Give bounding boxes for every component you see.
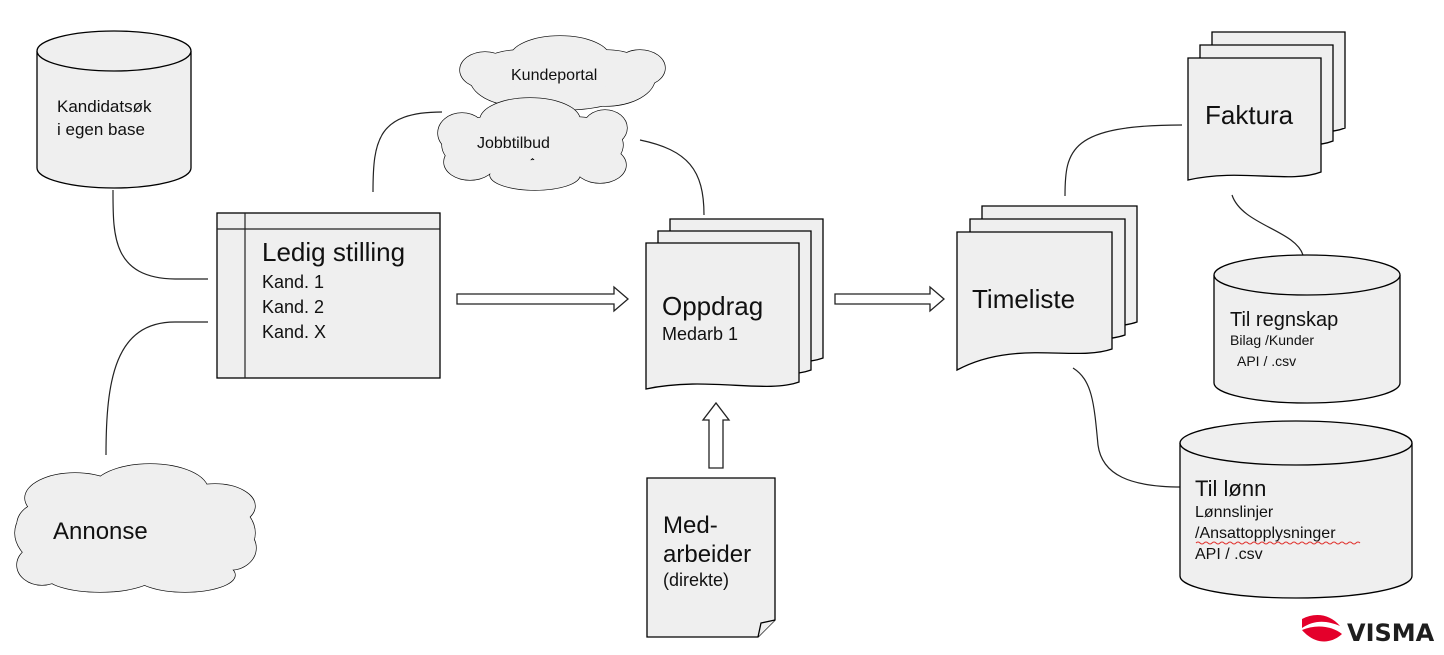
- connector-kandidatsok-ledig: [112, 189, 208, 280]
- oppdrag-title: Oppdrag: [662, 291, 763, 321]
- jobbtilbud-label: Jobbtilbud: [477, 135, 550, 152]
- oppdrag-subtitle: Medarb 1: [662, 324, 738, 344]
- connector-timeliste-faktura: [1064, 124, 1183, 197]
- til-lonn-database: Til lønn Lønnslinjer /Ansattopplysninger…: [1179, 420, 1413, 599]
- ledig-stilling-item: Kand. 1: [262, 272, 324, 292]
- kundeportal-label: Kundeportal: [511, 67, 597, 84]
- ledig-stilling-title: Ledig stilling: [262, 237, 405, 267]
- medarbeider-line2: arbeider: [663, 541, 751, 568]
- faktura-documents: Faktura: [1187, 31, 1346, 181]
- connector-annonse-ledig: [105, 321, 208, 456]
- medarbeider-document: Med- arbeider (direkte): [646, 477, 776, 638]
- til-lonn-line2: /Ansattopplysninger: [1195, 525, 1336, 542]
- annonse-cloud: Annonse: [14, 463, 257, 593]
- kandidatsok-line2: i egen base: [57, 120, 145, 139]
- medarbeider-line1: Med-: [663, 512, 718, 539]
- til-regnskap-database: Til regnskap Bilag /Kunder API / .csv: [1213, 254, 1401, 404]
- connector-jobbtilbud-oppdrag: [639, 139, 705, 216]
- visma-swoosh-icon: [1302, 614, 1342, 642]
- faktura-label: Faktura: [1205, 100, 1294, 130]
- connectors: [105, 111, 1304, 488]
- visma-logo: VISMA: [1302, 614, 1435, 647]
- kundeportal-cloud: Kundeportal: [459, 35, 666, 111]
- kandidatsok-line1: Kandidatsøk: [57, 97, 152, 116]
- visma-logo-text: VISMA: [1347, 619, 1435, 647]
- medarbeider-line3: (direkte): [663, 570, 729, 590]
- timeliste-documents: Timeliste: [956, 205, 1138, 372]
- arrow-medarbeider-to-oppdrag: [701, 401, 731, 469]
- til-regnskap-title: Til regnskap: [1230, 309, 1338, 331]
- arrow-ledig-to-oppdrag: [456, 285, 629, 313]
- timeliste-label: Timeliste: [972, 284, 1075, 314]
- til-regnskap-line1: Bilag /Kunder: [1230, 332, 1314, 348]
- connector-timeliste-lonn: [1072, 367, 1183, 488]
- annonse-label: Annonse: [53, 518, 148, 545]
- connector-ledig-jobbtilbud: [372, 111, 443, 193]
- til-lonn-line1: Lønnslinjer: [1195, 504, 1274, 521]
- jobbtilbud-cloud: Jobbtilbud: [437, 97, 628, 191]
- ledig-stilling-item: Kand. 2: [262, 297, 324, 317]
- ledig-stilling-item: Kand. X: [262, 322, 326, 342]
- til-lonn-title: Til lønn: [1195, 476, 1266, 501]
- spellcheck-underline: [1195, 541, 1361, 545]
- oppdrag-documents: Oppdrag Medarb 1: [645, 218, 824, 390]
- til-regnskap-line2: API / .csv: [1237, 353, 1296, 369]
- kandidatsok-database: Kandidatsøk i egen base: [36, 30, 192, 189]
- arrow-oppdrag-to-timeliste: [834, 285, 945, 313]
- ledig-stilling-box: Ledig stilling Kand. 1 Kand. 2 Kand. X: [216, 212, 441, 379]
- til-lonn-line3: API / .csv: [1195, 546, 1263, 563]
- connector-faktura-regnskap: [1231, 194, 1304, 256]
